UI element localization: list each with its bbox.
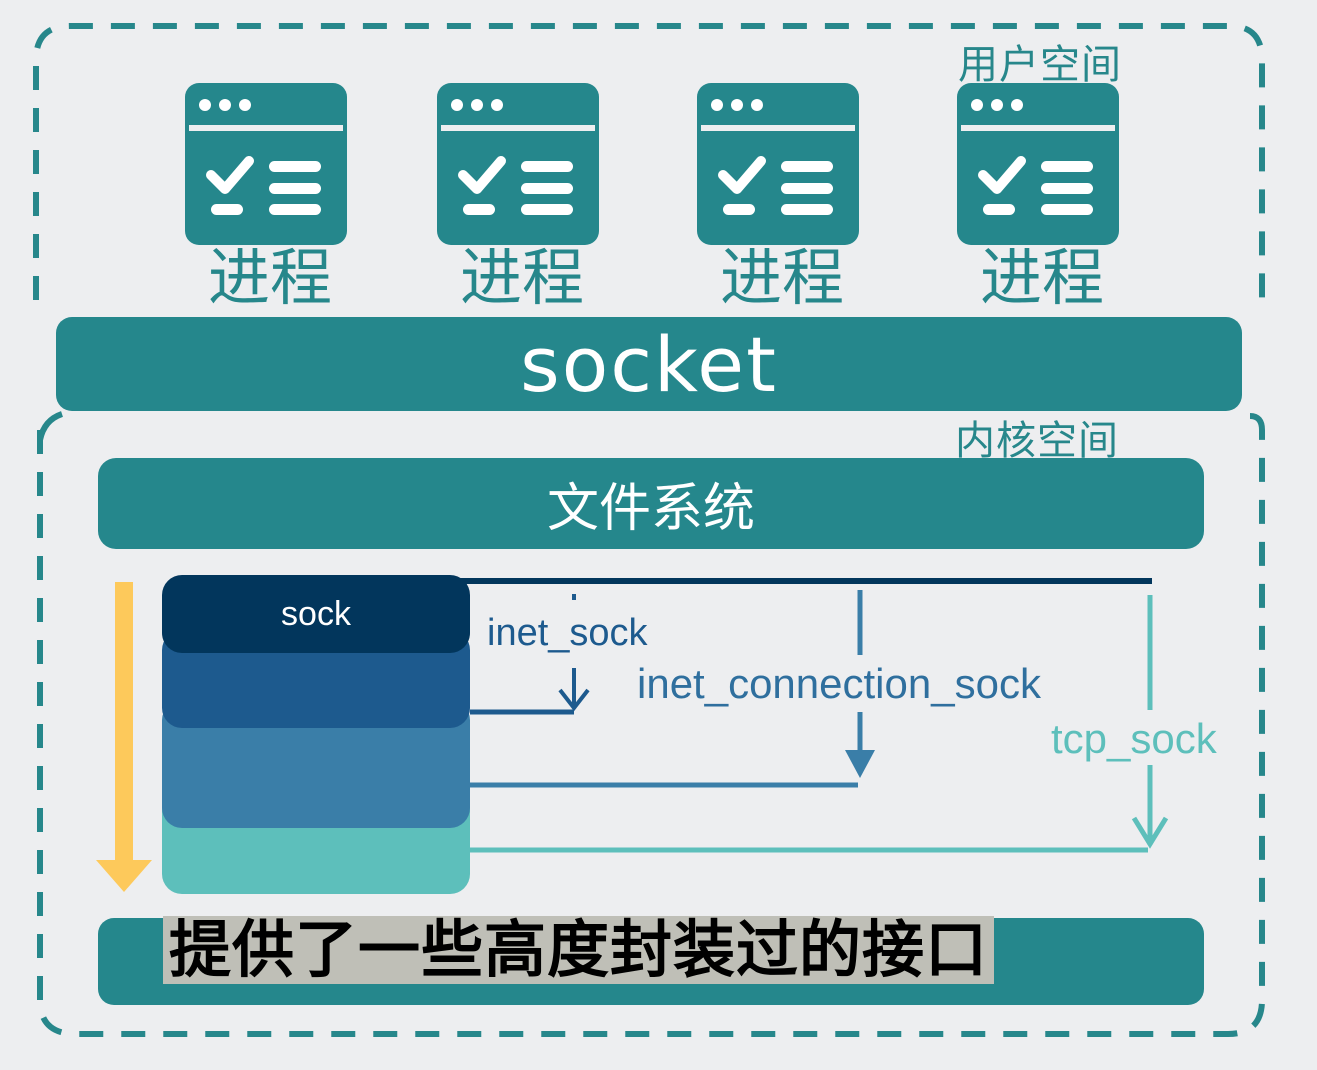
app-window-checklist-icon [185, 83, 347, 245]
process-label: 进程 [719, 241, 844, 314]
tcp-sock-label: tcp_sock [1051, 715, 1217, 762]
app-window-checklist-icon [957, 83, 1119, 245]
process-label: 进程 [979, 241, 1104, 314]
down-arrow-icon [96, 582, 152, 892]
process-label: 进程 [207, 241, 332, 314]
app-window-checklist-icon [697, 83, 859, 245]
kernel-space-outline [37, 413, 1265, 1037]
process-label: 进程 [459, 241, 584, 314]
user-space-label: 用户空间 [958, 42, 1122, 88]
inet-connection-sock-label: inet_connection_sock [637, 660, 1041, 707]
socket-bar: socket [56, 317, 1242, 411]
sock-layer: sock [162, 575, 470, 653]
sock-label: sock [281, 594, 351, 633]
subtitle-caption: 提供了一些高度封装过的接口 [163, 916, 995, 984]
process-3: 进程 [697, 83, 859, 313]
user-space-outline [33, 23, 1265, 300]
filesystem-bar: 文件系统 [98, 458, 1204, 549]
process-4: 进程 [957, 83, 1119, 313]
process-2: 进程 [437, 83, 599, 313]
app-window-checklist-icon [437, 83, 599, 245]
kernel-space-label: 内核空间 [955, 418, 1119, 464]
inet-sock-label: inet_sock [487, 612, 648, 654]
process-1: 进程 [185, 83, 347, 313]
